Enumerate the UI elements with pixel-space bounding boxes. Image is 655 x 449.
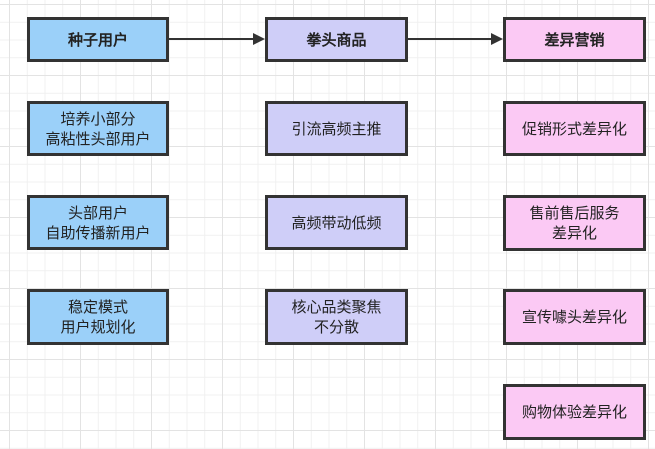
node-head-users-spread[interactable]: 头部用户 自助传播新用户	[27, 195, 169, 250]
node-stable-model-users[interactable]: 稳定模式 用户规划化	[27, 289, 169, 345]
connector-arrow-1[interactable]	[169, 32, 265, 46]
node-label-line2: 差异化	[551, 224, 597, 242]
node-publicity-differentiation[interactable]: 宣传噱头差异化	[503, 289, 646, 345]
arrow-head-icon	[253, 33, 265, 45]
node-label-line2: 不分散	[313, 318, 359, 336]
node-cultivate-core-users[interactable]: 培养小部分 高粘性头部用户	[27, 101, 169, 156]
node-traffic-high-freq[interactable]: 引流高频主推	[265, 101, 408, 156]
node-label-line1: 促销形式差异化	[521, 119, 627, 138]
node-label-line2: 自助传播新用户	[45, 223, 151, 242]
node-label-line1: 宣传噱头差异化	[521, 308, 627, 326]
arrow-line	[169, 38, 253, 40]
node-label-line1: 引流高频主推	[291, 119, 382, 138]
node-label-line1: 高频带动低频	[291, 213, 382, 232]
connector-arrow-2[interactable]	[408, 32, 503, 46]
node-label-line2: 用户规划化	[60, 318, 136, 336]
node-label-line1: 核心品类聚焦	[291, 298, 382, 316]
node-core-category-focus[interactable]: 核心品类聚焦 不分散	[265, 289, 408, 345]
node-high-drives-low[interactable]: 高频带动低频	[265, 195, 408, 250]
node-label: 拳头商品	[306, 30, 367, 49]
node-seed-users[interactable]: 种子用户	[27, 17, 169, 62]
node-label-line1: 售前售后服务	[529, 204, 620, 222]
node-label-line2: 高粘性头部用户	[45, 129, 151, 148]
node-label: 种子用户	[67, 30, 128, 49]
arrow-line	[408, 38, 491, 40]
arrow-head-icon	[491, 33, 503, 45]
node-promo-differentiation[interactable]: 促销形式差异化	[503, 101, 646, 156]
node-differentiated-marketing[interactable]: 差异营销	[503, 17, 646, 62]
node-flagship-products[interactable]: 拳头商品	[265, 17, 408, 62]
node-service-differentiation[interactable]: 售前售后服务 差异化	[503, 195, 646, 251]
node-label: 差异营销	[544, 30, 605, 49]
node-shopping-experience-differentiation[interactable]: 购物体验差异化	[503, 384, 646, 440]
node-label-line1: 稳定模式	[67, 298, 128, 316]
node-label-line1: 购物体验差异化	[521, 403, 627, 421]
node-label-line1: 头部用户	[67, 203, 128, 222]
node-label-line1: 培养小部分	[60, 109, 136, 128]
